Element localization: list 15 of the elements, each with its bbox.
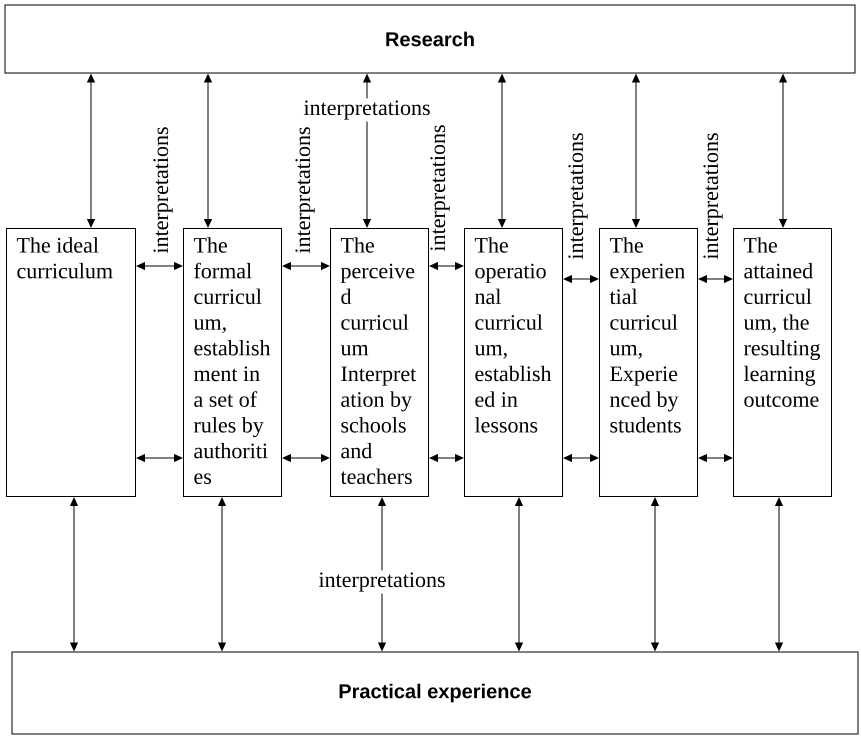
edge-label: interpretations — [301, 98, 433, 122]
edge-label: interpretations — [153, 127, 173, 254]
curriculum-box: The formal curricul um, establish ment in a set of rules by authoriti es — [183, 228, 282, 497]
edge-label: interpretations — [295, 127, 315, 254]
title-band: Research — [4, 4, 856, 74]
edge-label: interpretations — [430, 125, 450, 252]
edge-label: interpretations — [568, 133, 588, 260]
edge-label: interpretations — [703, 133, 723, 260]
curriculum-box: The perceive d curricul um Interpret ation by schools and teachers — [330, 228, 429, 497]
curriculum-box: The ideal curriculum — [6, 228, 136, 497]
edge-label: interpretations — [316, 570, 448, 594]
curriculum-box: The attained curricul um, the resulting learning outcome — [733, 228, 832, 497]
title-band: Practical experience — [12, 652, 858, 734]
curriculum-box: The experien tial curricul um, Experie nced by students — [599, 228, 698, 497]
curriculum-box: The operatio nal curricul um, establish ed in lessons — [464, 228, 563, 497]
